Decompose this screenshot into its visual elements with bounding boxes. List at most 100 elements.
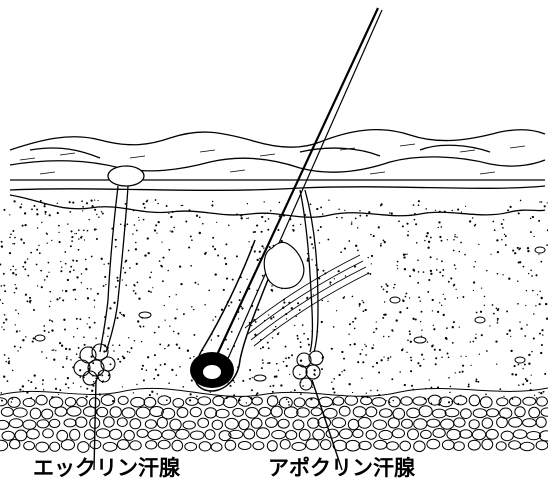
dermis-stipple-dot (453, 250, 455, 252)
dermis-stipple-dot (394, 284, 396, 286)
dermis-stipple-dot (227, 348, 229, 350)
fat-cell (318, 417, 331, 427)
dermis-stipple-dot (14, 237, 16, 239)
dermis-stipple-dot (292, 225, 294, 227)
dermis-stipple-dot (419, 365, 421, 367)
dermis-stipple-dot (262, 359, 264, 361)
dermis-stipple-dot (264, 213, 265, 214)
dermis-stipple-dot (511, 373, 513, 375)
dermis-stipple-dot (541, 344, 543, 346)
dermis-stipple-dot (268, 314, 269, 315)
fat-cell (158, 440, 170, 449)
dermis-stipple-dot (81, 282, 82, 283)
dermis-stipple-dot (48, 331, 50, 333)
dermis-stipple-dot (364, 344, 365, 345)
fat-cell (257, 428, 270, 439)
dermis-stipple-dot (423, 359, 424, 360)
dermis-stipple-dot (125, 261, 127, 263)
fat-cell (190, 407, 201, 416)
fat-cell (117, 418, 127, 427)
dermis-stipple-dot (434, 349, 436, 351)
dermis-stipple-dot (239, 299, 241, 301)
dermis-stipple-dot (497, 318, 499, 320)
dermis-stipple-dot (296, 335, 298, 337)
dermis-hypodermis-boundary (0, 388, 548, 396)
dermis-stipple-dot (291, 354, 293, 356)
dermis-stipple-dot (148, 290, 150, 292)
dermis-stipple-dot (420, 321, 421, 322)
dermis-stipple-dot (495, 340, 497, 342)
dermis-stipple-dot (16, 330, 18, 332)
dermis-stipple-dot (15, 287, 17, 289)
dermis-stipple-dot (71, 236, 73, 238)
dermis-stipple-dot (67, 223, 68, 224)
fat-cell (536, 417, 546, 427)
dermis-stipple-dot (103, 350, 105, 352)
dermis-stipple-dot (267, 362, 269, 364)
fat-cell (513, 430, 526, 439)
fat-cell (293, 420, 304, 430)
dermis-stipple-dot (33, 337, 35, 339)
dermis-stipple-dot (41, 351, 43, 353)
dermis-stipple-dot (164, 305, 165, 306)
fat-cell (496, 442, 506, 451)
dermis-stipple-dot (443, 314, 445, 316)
dermis-stipple-dot (454, 264, 456, 266)
dermis-stipple-dot (30, 302, 31, 303)
dermis-stipple-dot (526, 380, 528, 382)
dermis-stipple-dot (452, 342, 454, 344)
dermis-stipple-dot (531, 351, 532, 352)
dermis-stipple-dot (88, 317, 89, 318)
fat-cell (333, 397, 344, 405)
dermis-stipple-dot (38, 245, 39, 246)
dermis-stipple-dot (3, 209, 5, 211)
dermis-stipple-dot (438, 221, 440, 223)
dermis-stipple-dot (43, 205, 45, 207)
dermis-stipple-dot (135, 293, 137, 295)
dermis-stipple-dot (254, 231, 256, 233)
dermis-stipple-dot (230, 301, 232, 303)
dermis-stipple-dot (428, 241, 430, 243)
dermis-stipple-dot (475, 337, 477, 339)
dermis-stipple-dot (58, 225, 60, 227)
dermis-stipple-dot (481, 334, 483, 336)
dermis-stipple-dot (115, 239, 117, 241)
dermis-stipple-dot (191, 306, 192, 307)
dermis-stipple-dot (530, 218, 532, 220)
fat-cell (321, 440, 331, 450)
dermis-stipple-dot (22, 266, 24, 268)
dermis-stipple-dot (459, 251, 461, 253)
dermis-stipple-dot (283, 361, 285, 363)
dermis-stipple-dot (65, 348, 67, 350)
dermis-stipple-dot (288, 357, 290, 359)
dermis-stipple-dot (228, 225, 230, 227)
dermis-stipple-dot (530, 231, 532, 233)
dermis-stipple-dot (56, 298, 58, 300)
dermis-stipple-dot (136, 281, 138, 283)
dermis-stipple-dot (234, 382, 235, 383)
dermis-stipple-dot (33, 309, 35, 311)
fat-cell (190, 431, 204, 439)
fat-cell (131, 397, 145, 407)
fat-cell (239, 419, 249, 429)
dermis-stipple-dot (27, 258, 28, 259)
fat-cell (78, 442, 89, 453)
dermis-stipple-dot (391, 329, 393, 331)
dermis-stipple-dot (438, 227, 439, 228)
dermis-stipple-dot (269, 362, 271, 364)
fat-cell (472, 430, 485, 440)
dermis-stipple-dot (377, 390, 379, 392)
dermis-stipple-dot (363, 302, 365, 304)
dermis-stipple-dot (314, 369, 316, 371)
fat-cell (77, 398, 87, 407)
dermis-stipple-dot (69, 271, 71, 273)
dermis-stipple-dot (29, 297, 31, 299)
dermis-stipple-dot (333, 326, 335, 328)
fat-cell (118, 440, 130, 450)
dermis-stipple-dot (359, 215, 361, 217)
dermis-stipple-dot (95, 337, 97, 339)
dermis-stipple-dot (505, 235, 507, 237)
dermis-stipple-dot (415, 223, 417, 225)
apocrine-coil (293, 351, 323, 390)
dermis-stipple-dot (338, 270, 340, 272)
